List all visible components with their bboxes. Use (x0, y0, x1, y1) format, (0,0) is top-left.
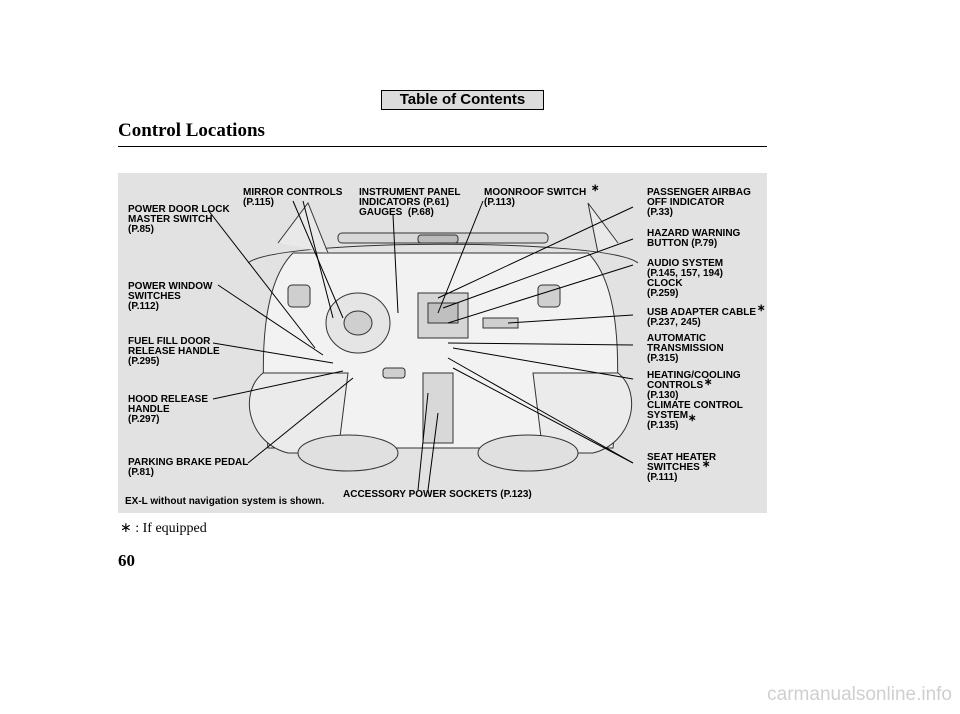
footnote-mark: ∗ : (120, 521, 140, 536)
footnote-text: If equipped (142, 521, 207, 536)
audio-system-label: AUDIO SYSTEM (P.145, 157, 194) CLOCK (P.… (647, 258, 724, 299)
climate-asterisk: ∗ (688, 413, 697, 424)
power-window-label: POWER WINDOW SWITCHES (P.112) (128, 281, 213, 312)
usb-asterisk: ∗ (757, 303, 766, 314)
page-title: Control Locations (118, 120, 265, 141)
mirror-controls-label: MIRROR CONTROLS (P.115) (243, 187, 343, 208)
heating-controls-label: HEATING/COOLING CONTROLS (P.130) CLIMATE… (647, 370, 743, 431)
hazard-button-label: HAZARD WARNING BUTTON (P.79) (647, 228, 741, 249)
seat-heater-asterisk: ∗ (702, 459, 711, 470)
dashboard-illustration (207, 200, 639, 491)
heating-asterisk: ∗ (704, 377, 713, 388)
watermark: carmanualsonline.info (767, 684, 952, 705)
table-of-contents-button[interactable]: Table of Contents (381, 90, 544, 110)
transmission-label: AUTOMATIC TRANSMISSION (P.315) (647, 333, 724, 364)
power-door-lock-label: POWER DOOR LOCK MASTER SWITCH (P.85) (128, 204, 230, 235)
moonroof-asterisk: ∗ (591, 183, 600, 194)
footnote: ∗ : If equipped (120, 520, 207, 537)
usb-cable-label: USB ADAPTER CABLE (P.237, 245) (647, 307, 757, 328)
title-divider (118, 146, 767, 147)
parking-brake-label: PARKING BRAKE PEDAL (P.81) (128, 457, 249, 478)
moonroof-label: MOONROOF SWITCH (P.113) (484, 187, 587, 208)
hood-release-label: HOOD RELEASE HANDLE (P.297) (128, 394, 209, 425)
instrument-panel-label: INSTRUMENT PANEL INDICATORS (P.61) GAUGE… (359, 187, 461, 218)
fuel-fill-label: FUEL FILL DOOR RELEASE HANDLE (P.295) (128, 336, 220, 367)
seat-heater-label: SEAT HEATER SWITCHES (P.111) (647, 452, 717, 483)
airbag-indicator-label: PASSENGER AIRBAG OFF INDICATOR (P.33) (647, 187, 751, 218)
diagram-caption: EX-L without navigation system is shown. (125, 496, 325, 507)
page-number: 60 (118, 551, 135, 570)
accessory-sockets-label: ACCESSORY POWER SOCKETS (P.123) (343, 489, 532, 500)
